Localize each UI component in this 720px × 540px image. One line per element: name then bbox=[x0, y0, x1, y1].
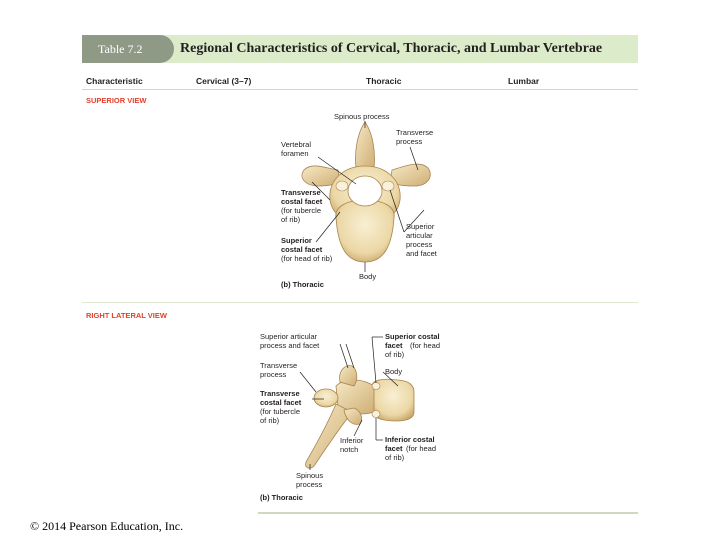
column-header-row: Characteristic Cervical (3–7) Thoracic L… bbox=[82, 72, 638, 90]
label-lat-transverse-costal-facet-3: (for tubercle bbox=[260, 407, 300, 416]
section-divider bbox=[82, 302, 638, 303]
label-superior-costal-facet-1: Superior bbox=[281, 236, 312, 245]
label-lat-inferior-costal-facet-3: (for head bbox=[406, 444, 436, 453]
column-header-cervical: Cervical (3–7) bbox=[196, 76, 252, 86]
label-lat-superior-costal-facet-3: (for head bbox=[410, 341, 440, 350]
label-transverse-costal-facet-4: of rib) bbox=[281, 215, 301, 224]
label-superior-costal-facet-2: costal facet bbox=[281, 245, 323, 254]
superior-view-vertebra-drawing bbox=[301, 121, 431, 263]
label-lat-inferior-costal-facet-4: of rib) bbox=[385, 453, 405, 462]
caption-superior-thoracic: (b) Thoracic bbox=[281, 280, 324, 289]
copyright-notice: © 2014 Pearson Education, Inc. bbox=[30, 519, 184, 533]
label-body: Body bbox=[359, 272, 376, 281]
label-superior-costal-facet-3: (for head of rib) bbox=[281, 254, 333, 263]
label-lat-superior-costal-facet-4: of rib) bbox=[385, 350, 405, 359]
label-transverse-costal-facet-1: Transverse bbox=[281, 188, 321, 197]
label-lat-superior-costal-facet-2: facet bbox=[385, 341, 403, 350]
bottom-rule bbox=[258, 512, 638, 514]
label-transverse-costal-facet-2: costal facet bbox=[281, 197, 323, 206]
column-header-characteristic: Characteristic bbox=[86, 76, 143, 86]
label-lat-transverse-process-1: Transverse bbox=[260, 361, 297, 370]
label-lat-spinous-process-2: process bbox=[296, 480, 323, 489]
label-lat-transverse-costal-facet-1: Transverse bbox=[260, 389, 300, 398]
label-vertebral-foramen-1: Vertebral bbox=[281, 140, 311, 149]
column-header-thoracic: Thoracic bbox=[366, 76, 402, 86]
table-title-bar: Table 7.2 Regional Characteristics of Ce… bbox=[82, 35, 638, 63]
label-superior-articular-2: articular bbox=[406, 231, 433, 240]
label-transverse-costal-facet-3: (for tubercle bbox=[281, 206, 321, 215]
label-superior-articular-3: process bbox=[406, 240, 433, 249]
superior-view-leader-lines bbox=[311, 121, 425, 272]
lateral-view-leader-lines bbox=[299, 336, 399, 470]
table-number-tab: Table 7.2 bbox=[82, 35, 174, 63]
label-lat-superior-articular-1: Superior articular bbox=[260, 332, 318, 341]
lateral-view-vertebra-drawing bbox=[305, 365, 415, 469]
label-transverse-process-1: Transverse bbox=[396, 128, 433, 137]
label-spinous-process: Spinous process bbox=[334, 112, 390, 121]
label-lat-transverse-costal-facet-4: of rib) bbox=[260, 416, 280, 425]
label-lat-inferior-notch-1: Inferior bbox=[340, 436, 364, 445]
label-transverse-process-2: process bbox=[396, 137, 423, 146]
label-lat-inferior-costal-facet-1: Inferior costal bbox=[385, 435, 435, 444]
label-superior-articular-4: and facet bbox=[406, 249, 438, 258]
column-header-lumbar: Lumbar bbox=[508, 76, 540, 86]
label-superior-articular-1: Superior bbox=[406, 222, 435, 231]
section-label-superior-view: SUPERIOR VIEW bbox=[86, 96, 147, 105]
label-lat-transverse-costal-facet-2: costal facet bbox=[260, 398, 302, 407]
caption-lateral-thoracic: (b) Thoracic bbox=[260, 493, 303, 502]
label-lat-inferior-costal-facet-2: facet bbox=[385, 444, 403, 453]
label-lat-inferior-notch-2: notch bbox=[340, 445, 358, 454]
label-lat-spinous-process-1: Spinous bbox=[296, 471, 323, 480]
label-lat-body: Body bbox=[385, 367, 402, 376]
label-lat-superior-articular-2: process and facet bbox=[260, 341, 320, 350]
label-lat-superior-costal-facet-1: Superior costal bbox=[385, 332, 440, 341]
table-heading: Regional Characteristics of Cervical, Th… bbox=[180, 41, 603, 56]
label-vertebral-foramen-2: foramen bbox=[281, 149, 309, 158]
label-lat-transverse-process-2: process bbox=[260, 370, 287, 379]
section-label-right-lateral-view: RIGHT LATERAL VIEW bbox=[86, 311, 167, 320]
